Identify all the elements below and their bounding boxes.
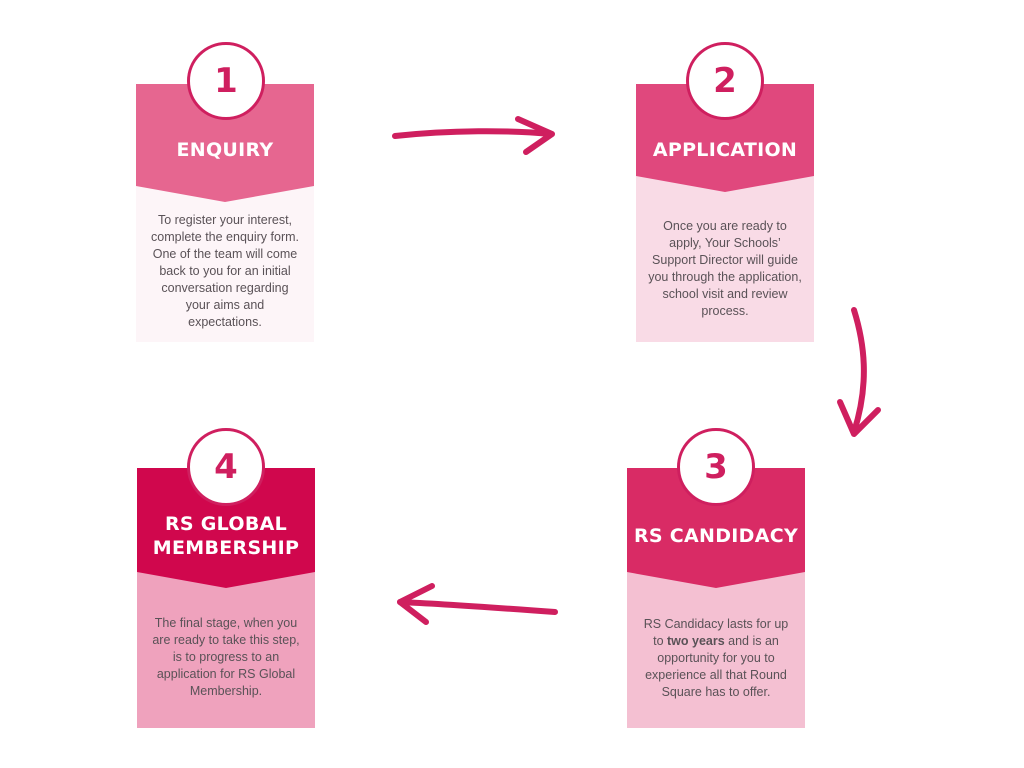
arrow-down-icon	[837, 307, 881, 437]
step-description: To register your interest, complete the …	[151, 212, 299, 329]
step-card-application: APPLICATION Once you are ready to apply,…	[636, 84, 814, 342]
step-description: RS Candidacy lasts for up to two years a…	[639, 616, 793, 701]
arrow-right-icon	[392, 116, 555, 155]
header-chevron	[137, 572, 315, 588]
step-title: RS CANDIDACY	[633, 525, 799, 547]
step-number-badge-2: 2	[686, 42, 764, 120]
description-text: and is an opportunity for you to experie…	[645, 633, 787, 699]
step-body-rs-candidacy: RS Candidacy lasts for up to two years a…	[627, 572, 805, 728]
step-description: Once you are ready to apply, Your School…	[648, 219, 802, 318]
step-number: 2	[713, 61, 737, 101]
arrow-left-icon	[397, 583, 558, 625]
step-card-rs-global-membership: RS GLOBAL MEMBERSHIP The final stage, wh…	[137, 468, 315, 728]
step-description: The final stage, when you are ready to t…	[152, 615, 300, 698]
step-number: 1	[214, 61, 238, 101]
description-text: RS Candidacy lasts for up to	[643, 616, 789, 648]
step-number: 3	[704, 447, 728, 487]
step-title: APPLICATION	[652, 139, 798, 161]
step-title-line-2: MEMBERSHIP	[152, 537, 300, 559]
step-card-rs-candidacy: RS CANDIDACY RS Candidacy lasts for up t…	[627, 468, 805, 728]
step-number-badge-4: 4	[187, 428, 265, 506]
step-body-rs-global-membership: The final stage, when you are ready to t…	[137, 572, 315, 728]
highlight-text: two years	[667, 633, 725, 648]
header-chevron	[627, 572, 805, 588]
step-title-line-1: RS GLOBAL	[164, 513, 288, 535]
step-body-application: Once you are ready to apply, Your School…	[636, 176, 814, 342]
step-title: ENQUIRY	[176, 139, 274, 161]
step-body-enquiry: To register your interest, complete the …	[136, 186, 314, 342]
step-number: 4	[214, 447, 238, 487]
step-number-badge-1: 1	[187, 42, 265, 120]
step-number-badge-3: 3	[677, 428, 755, 506]
step-card-enquiry: ENQUIRY To register your interest, compl…	[136, 84, 314, 342]
header-chevron	[136, 186, 314, 202]
header-chevron	[636, 176, 814, 192]
